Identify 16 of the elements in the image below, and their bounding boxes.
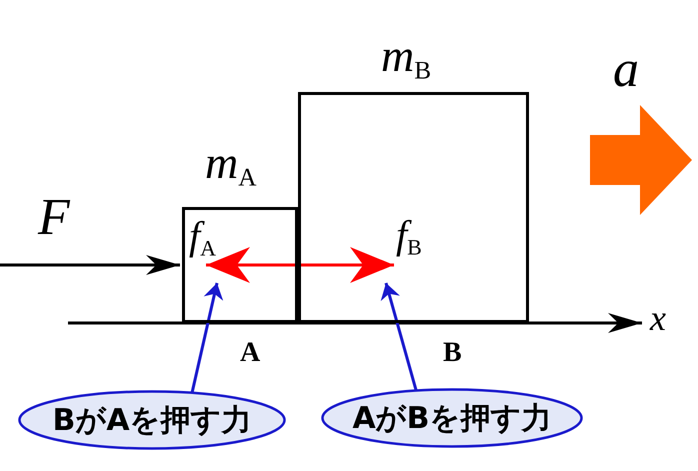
callout-ellipse (18, 390, 286, 450)
callout-text: AがBを押す力 (352, 400, 552, 438)
leader-arrow (380, 282, 418, 390)
block-name: A (240, 339, 260, 367)
force-symbol: F (38, 192, 70, 244)
callout-ellipse (321, 388, 583, 448)
acceleration-symbol: a (613, 44, 639, 96)
mass-label: m$_{A}$ (205, 140, 257, 191)
force-label: f$_{B}$ (396, 215, 422, 259)
force-label: f$_{A}$ (189, 216, 216, 260)
axis-label: x (650, 300, 666, 336)
leader-arrow (190, 282, 224, 394)
mass-label: m$_{B}$ (381, 33, 432, 84)
callout-text: BがAを押す力 (52, 402, 252, 440)
block-name: B (443, 339, 462, 367)
force-arrow (206, 247, 394, 283)
